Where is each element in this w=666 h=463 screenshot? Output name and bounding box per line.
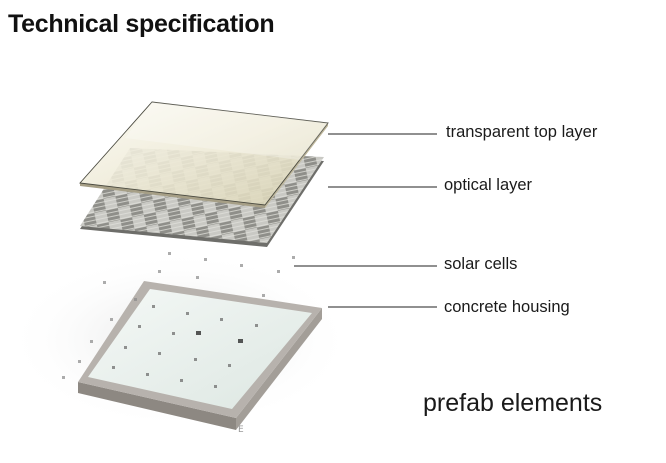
label-transparent-top-layer: transparent top layer (446, 123, 598, 141)
svg-text:E: E (238, 425, 244, 435)
label-optical-layer: optical layer (444, 176, 533, 194)
page-title: Technical specification (8, 10, 275, 38)
label-solar-cells: solar cells (444, 255, 518, 273)
leader-lines (294, 133, 437, 308)
label-concrete-housing: concrete housing (444, 298, 570, 316)
housing-cell-markers (112, 305, 258, 388)
transparent-top-layer (79, 101, 329, 208)
solar-cell-markers (62, 252, 295, 379)
concrete-housing: E (78, 281, 322, 435)
caption-prefab-elements: prefab elements (423, 389, 603, 417)
